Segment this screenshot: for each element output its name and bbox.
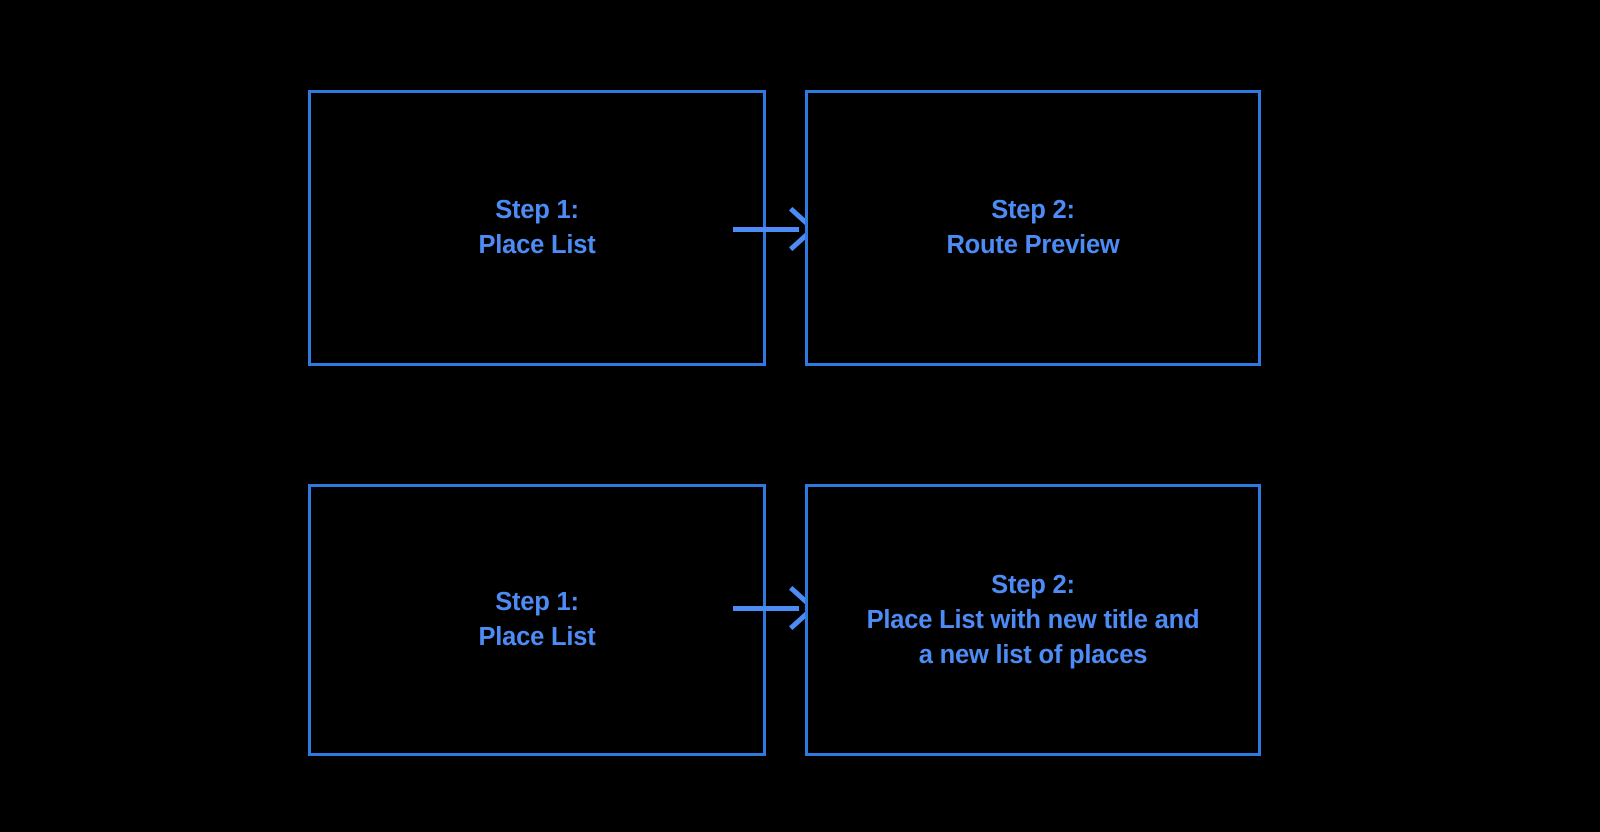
step-box-row2-step1[interactable]: Step 1: Place List <box>308 484 766 756</box>
arrow-right-icon <box>733 216 809 242</box>
step-box-row1-step1[interactable]: Step 1: Place List <box>308 90 766 366</box>
flow-row-route-preview: Step 1: Place List Step 2: Route Preview <box>0 90 1600 366</box>
arrow-shaft <box>733 227 799 232</box>
step-box-label: Step 2: Place List with new title and a … <box>866 570 1200 669</box>
arrow-shaft <box>733 606 799 611</box>
step-box-row1-step2[interactable]: Step 2: Route Preview <box>805 90 1261 366</box>
step-box-label: Step 1: Place List <box>478 588 596 651</box>
step-box-label: Step 2: Route Preview <box>946 196 1120 259</box>
arrow-right-icon <box>733 595 809 621</box>
flow-row-new-place-list: Step 1: Place List Step 2: Place List wi… <box>0 484 1600 756</box>
step-box-row2-step2[interactable]: Step 2: Place List with new title and a … <box>805 484 1261 756</box>
step-box-label: Step 1: Place List <box>478 196 596 259</box>
